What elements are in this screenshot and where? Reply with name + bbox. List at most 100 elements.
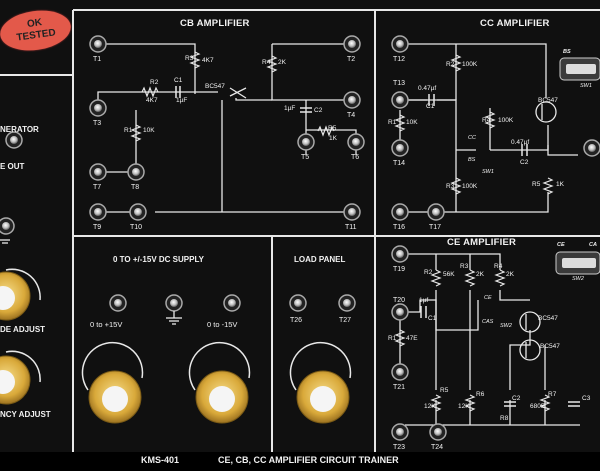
transistor-icons xyxy=(519,101,557,361)
load-panel-title: LOAD PANEL xyxy=(294,255,346,264)
ce-resistors xyxy=(394,269,551,412)
knobs xyxy=(0,268,352,424)
ce-r5-value: 12K xyxy=(424,403,436,410)
cc-r3-value: 100K xyxy=(462,183,478,190)
ce-wiring xyxy=(399,253,580,426)
cc-c1-value: 0.47µf xyxy=(418,85,437,92)
label-t12: T12 xyxy=(393,56,406,63)
cc-r1-label: R1 xyxy=(388,119,397,126)
ce-toggle-ca-label: CA xyxy=(589,242,597,248)
ce-q2-label: BC547 xyxy=(540,343,560,350)
section-dividers xyxy=(0,9,600,452)
ce-sw-cas-label: CAS xyxy=(482,319,494,325)
label-t14: T14 xyxy=(393,160,406,167)
label-t1: T1 xyxy=(93,56,102,63)
cb-r4-value: 2K xyxy=(278,59,286,66)
cc-resistors xyxy=(394,54,554,195)
toggle-switches xyxy=(555,57,600,275)
load-knob[interactable] xyxy=(289,341,352,424)
dc-neg-knob[interactable] xyxy=(188,341,251,424)
ce-r3-value: 2K xyxy=(476,271,484,278)
ce-r6-value: 12K xyxy=(458,403,470,410)
ce-r7-value: 680E xyxy=(530,403,546,410)
frequency-adjust-label: NCY ADJUST xyxy=(0,410,51,419)
cc-r4-value: 100K xyxy=(498,117,514,124)
ce-r4-label: R4 xyxy=(494,263,503,270)
cb-c2-value: 1µF xyxy=(284,105,296,112)
cb-r5-value: 1K xyxy=(329,135,337,142)
cb-resistors xyxy=(130,51,335,142)
label-t9: T9 xyxy=(93,224,102,231)
footer-model: KMS-401 xyxy=(141,455,180,465)
cb-r2-value: 4K7 xyxy=(146,97,158,104)
dc-neg-label: 0 to -15V xyxy=(207,320,238,329)
amplitude-knob[interactable] xyxy=(0,268,41,321)
cb-c1-label: C1 xyxy=(174,77,183,84)
cb-r2-label: R2 xyxy=(150,79,159,86)
cb-r1-label: R1 xyxy=(124,127,133,134)
cb-r1-value: 10K xyxy=(143,127,155,134)
label-t6: T6 xyxy=(351,154,360,161)
ce-toggle-sw2-label: SW2 xyxy=(572,276,584,282)
cc-sw-bs-label: BS xyxy=(468,157,476,163)
cb-r3-value: 4K7 xyxy=(202,57,214,64)
cc-capacitors xyxy=(428,94,528,156)
cb-c2-label: C2 xyxy=(314,107,323,114)
ce-q1-label: BC547 xyxy=(538,315,558,322)
label-t5: T5 xyxy=(301,154,310,161)
wave-out-label: E OUT xyxy=(0,162,25,171)
ce-r1-label: R1 xyxy=(388,335,397,342)
ce-c3-label: C3 xyxy=(582,395,591,402)
cc-wiring xyxy=(399,43,578,213)
ce-sw2-label: SW2 xyxy=(500,323,512,329)
cc-toggle-bs-label: BS xyxy=(563,49,571,55)
label-t10: T10 xyxy=(130,224,143,231)
label-t2: T2 xyxy=(347,56,356,63)
label-t13: T13 xyxy=(393,80,406,87)
footer-title: CE, CB, CC AMPLIFIER CIRCUIT TRAINER xyxy=(218,455,399,465)
ce-section-title: CE AMPLIFIER xyxy=(447,237,517,248)
dc-pos-knob[interactable] xyxy=(81,341,144,424)
label-t26: T26 xyxy=(290,317,303,324)
amplitude-adjust-label: DE ADJUST xyxy=(0,325,46,334)
cc-c1-label: C1 xyxy=(426,103,435,110)
ce-r1-value: 47E xyxy=(406,335,418,342)
cb-capacitors xyxy=(175,86,312,113)
cb-c1-value: 1µF xyxy=(176,97,188,104)
frequency-knob[interactable] xyxy=(0,350,41,405)
cb-r5-label: R5 xyxy=(328,125,337,132)
ce-r2-value: 56K xyxy=(443,271,455,278)
ce-r6-label: R6 xyxy=(476,391,485,398)
cc-toggle-sw1-label: SW1 xyxy=(580,83,592,89)
label-t19: T19 xyxy=(393,266,406,273)
cb-r3-label: R3 xyxy=(185,55,194,62)
label-t23: T23 xyxy=(393,444,406,451)
ce-c1-label: C1 xyxy=(428,315,437,322)
label-t27: T27 xyxy=(339,317,352,324)
ce-r7-label: R7 xyxy=(548,391,557,398)
ce-cas-switch[interactable] xyxy=(555,251,600,275)
label-t20: T20 xyxy=(393,297,406,304)
dc-supply-title: 0 TO +/-15V DC SUPPLY xyxy=(113,255,204,264)
footer-bar: KMS-401 CE, CB, CC AMPLIFIER CIRCUIT TRA… xyxy=(0,452,600,471)
cc-bs-switch[interactable] xyxy=(559,57,600,81)
label-t17: T17 xyxy=(429,224,442,231)
cc-section-title: CC AMPLIFIER xyxy=(480,18,550,29)
cb-section-title: CB AMPLIFIER xyxy=(180,18,250,29)
cc-sw1-label: SW1 xyxy=(482,169,494,175)
cb-r4-label: R4 xyxy=(262,59,271,66)
label-t11: T11 xyxy=(345,224,357,231)
generator-title: NERATOR xyxy=(0,125,39,134)
ce-r5-label: R5 xyxy=(440,387,449,394)
ce-r2-label: R2 xyxy=(424,269,433,276)
cc-r1-value: 10K xyxy=(406,119,418,126)
label-t16: T16 xyxy=(393,224,406,231)
cb-transistor-label: BC547 xyxy=(205,83,225,90)
cc-transistor-label: BC547 xyxy=(538,97,558,104)
cc-r2-label: R2 xyxy=(446,61,455,68)
label-t21: T21 xyxy=(393,384,406,391)
cc-r5-label: R5 xyxy=(532,181,541,188)
label-t4: T4 xyxy=(347,112,356,119)
